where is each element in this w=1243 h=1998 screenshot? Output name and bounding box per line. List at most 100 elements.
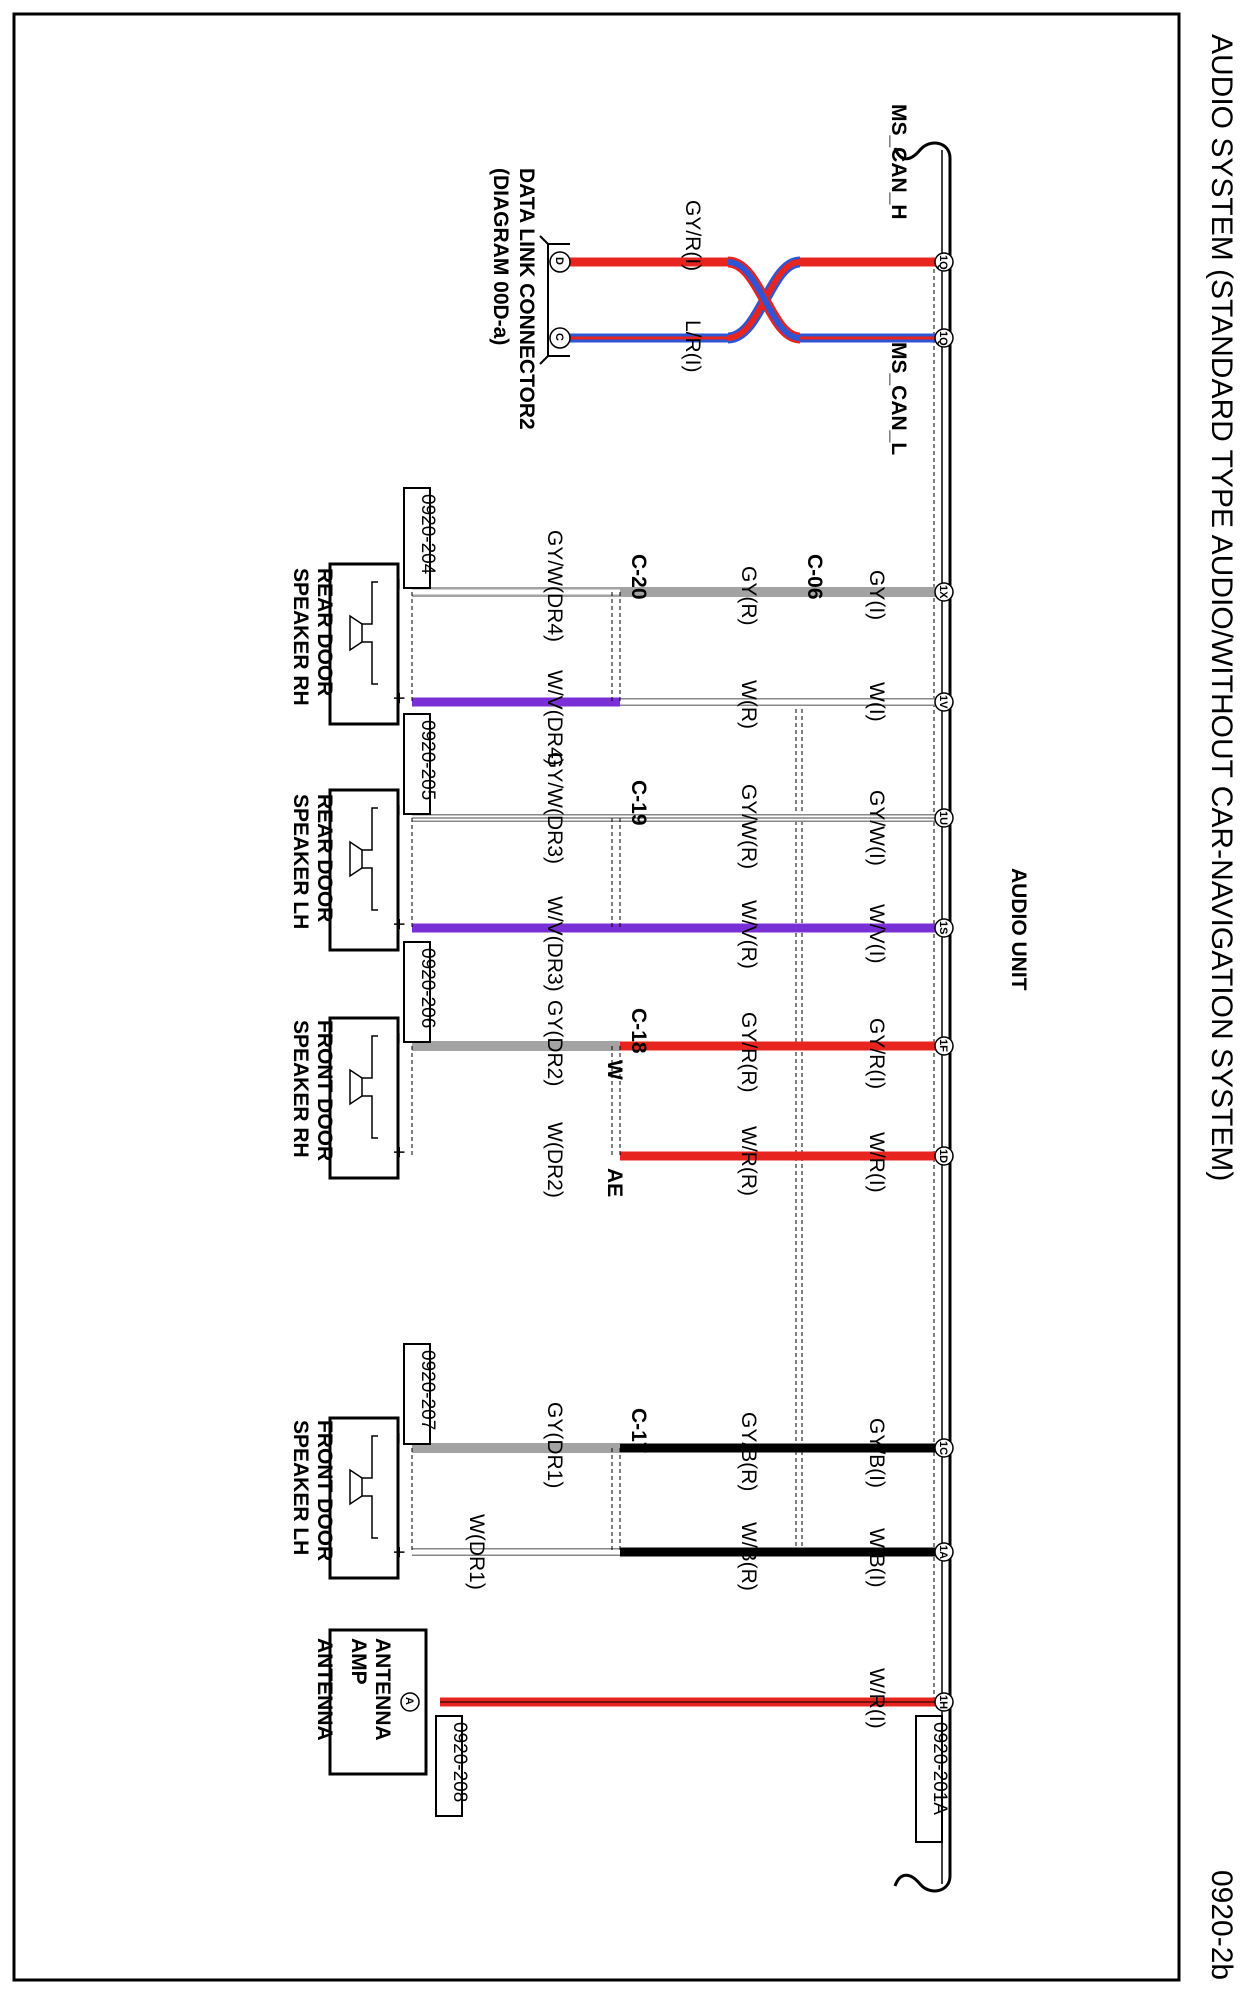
ref-box [403,941,431,1043]
ref-label: 0920-207 [417,1350,438,1430]
ref-label: 0920-206 [417,948,438,1028]
wire-label: GY/W(I) [865,790,888,866]
connector-tag: AE [603,1168,626,1197]
wire-label: W/V(DR4) [543,670,566,766]
pin-label: 1V [937,695,949,709]
speaker-name: REAR DOOR [313,794,336,922]
channel-front-rh [328,1016,944,1180]
antenna-name: ANTENNA [313,1638,336,1741]
pin-label: 1F [937,1039,949,1052]
wire-label: GY/B(I) [865,1418,888,1488]
wire-label: L/R(I) [681,320,704,373]
pin-label: 1Q [937,331,949,346]
terminal-minus: − [387,1432,410,1444]
data-link-connector-note: (DIAGRAM 00D-a) [489,168,512,345]
wire-label: W/V(R) [737,900,760,969]
wire-label: GY(DR2) [543,1000,566,1086]
ref-label: 0920-204 [417,494,438,575]
ref-label: 0920-205 [417,720,438,800]
speaker-name: REAR DOOR [313,568,336,696]
can-bus-section [539,235,944,365]
speaker-name: FRONT DOOR [313,1020,336,1161]
pin-circle [934,582,954,602]
ref-box [403,487,431,589]
ref-box [403,713,431,815]
data-link-connector-label: DATA LINK CONNECTOR2 [515,168,538,430]
antenna-amp-name: ANTENNA [371,1638,394,1741]
pin-label: 1U [937,811,949,825]
terminal-minus: − [387,1032,410,1044]
terminal-minus: − [387,804,410,816]
audio-unit-label: AUDIO UNIT [1007,868,1030,991]
wire-label: GY(R) [737,566,760,626]
pin-label: 1A [937,1545,949,1559]
wire-label: GY/R(I) [681,200,704,271]
ref-box [435,1715,463,1817]
pin-label: 1H [937,1695,949,1709]
speaker-name: SPEAKER LH [289,794,312,929]
pin-label: 1C [937,1441,949,1455]
shield-wires [795,262,943,1702]
junction-label: C-06 [803,554,826,600]
wire-label: W(DR2) [543,1122,566,1198]
wire-label: GY/R(I) [865,1018,888,1089]
page-frame [12,12,1181,1982]
wire-label: W/B(R) [737,1522,760,1591]
channel-front-lh [328,1416,944,1580]
connector-label: C-17 [627,1408,650,1454]
wire-label: W/R(I) [865,1668,888,1729]
wire-label: GY(DR1) [543,1402,566,1488]
connector-label: C-18 [627,1008,650,1054]
connector-label: C-19 [627,780,650,826]
wire-label: GY/B(R) [737,1412,760,1491]
ms-can-l-label: MS_CAN_L [887,342,910,455]
pin-circle [934,692,954,712]
wire-label: W(I) [865,682,888,722]
wire-label: GY/W(R) [737,784,760,869]
connector-tag: W [603,1060,626,1080]
wire-label: GY(I) [865,570,888,620]
page-title: AUDIO SYSTEM (STANDARD TYPE AUDIO/WITHOU… [1205,34,1238,1181]
wire-label: W(DR1) [465,1514,488,1590]
channel-rear-lh [328,788,944,952]
pin-circle [934,808,954,828]
wire-label: W/R(R) [737,1126,760,1196]
pin-circle [934,1438,954,1458]
pin-circle [934,328,954,348]
speaker-name: SPEAKER LH [289,1420,312,1555]
wire-label: W/V(DR3) [543,896,566,992]
connector-label: C-20 [627,554,650,600]
wire-label: W/V(I) [865,904,888,963]
wire-label: W/R(I) [865,1132,888,1193]
page-id: 0920-2b [1205,1870,1238,1980]
pin-label: 1D [937,1149,949,1163]
speaker-name: SPEAKER RH [289,1020,312,1158]
pin-circle [934,1146,954,1166]
ref-box [915,1715,943,1843]
pin-label: 1Q [937,255,949,270]
connector-pin-label: D [553,257,565,265]
connector-pin-circle [549,251,571,273]
wire-label: GY/R(R) [737,1012,760,1093]
pin-circle [934,1542,954,1562]
connector-pin-circle [400,1692,420,1712]
connector-pin-label: C [553,333,565,341]
antenna-section [328,1628,944,1776]
pin-label: 1S [937,921,949,934]
terminal-plus: + [387,1546,410,1558]
ref-label: 0920-208 [449,1722,470,1802]
terminal-minus: − [387,578,410,590]
audio-unit-ref: 0920-201A [929,1722,950,1815]
antenna-amp-name: AMP [347,1638,370,1685]
ms-can-h-label: MS_CAN_H [887,104,910,220]
pin-circle [934,1692,954,1712]
wire-label: GY/W(DR4) [543,530,566,642]
connector-pin-label: A [403,1697,415,1705]
terminal-plus: + [387,1146,410,1158]
speaker-name: SPEAKER RH [289,568,312,706]
wire-label: W/B(I) [865,1528,888,1587]
ref-box [403,1343,431,1445]
terminal-plus: + [387,918,410,930]
pin-circle [934,918,954,938]
